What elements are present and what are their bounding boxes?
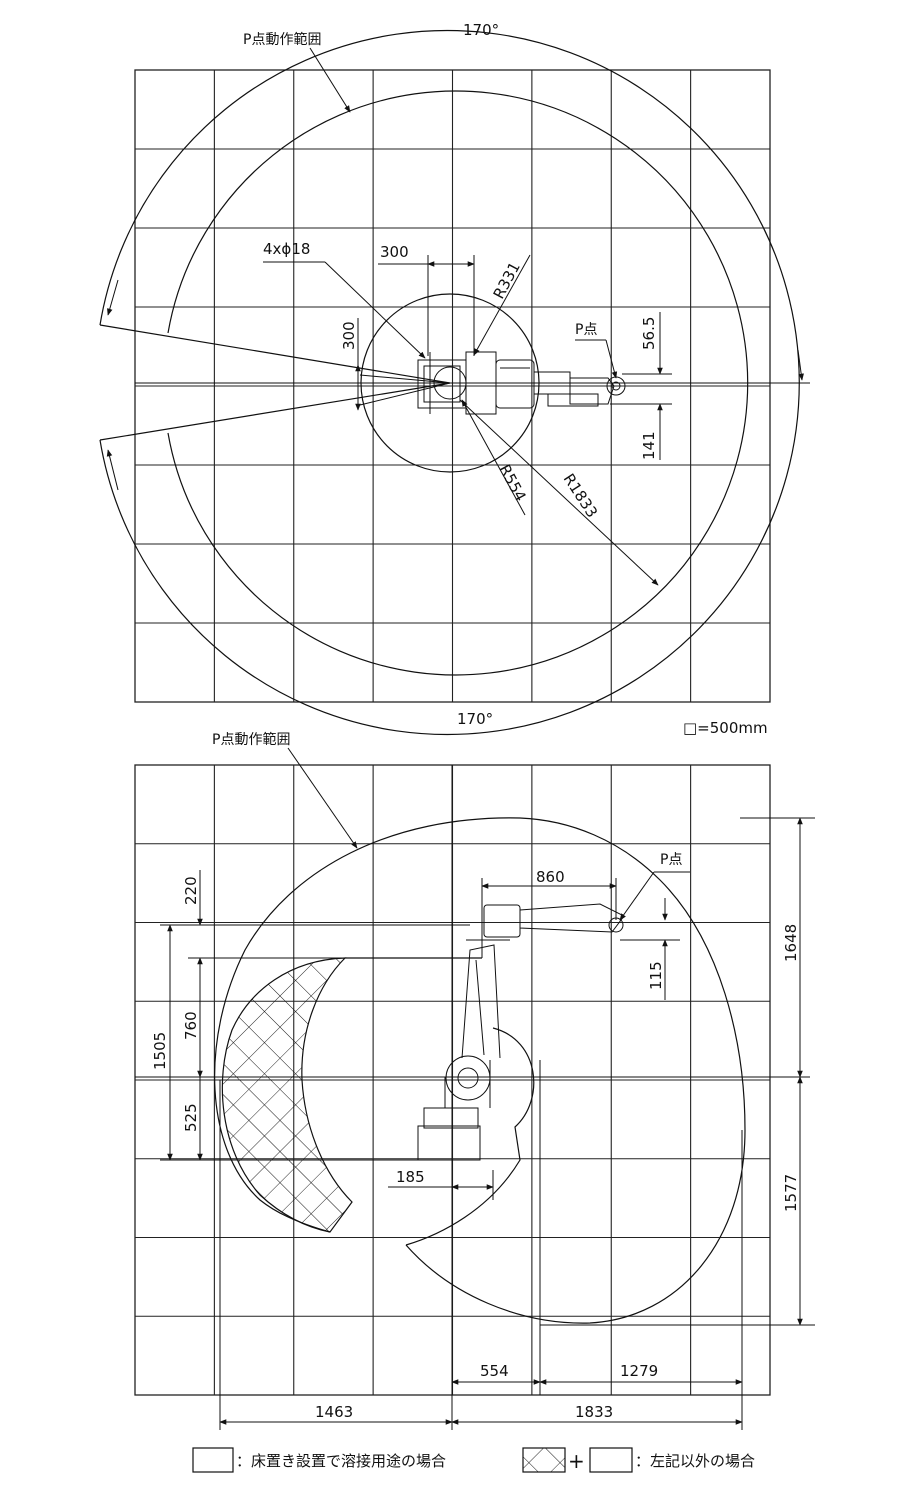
top-range-leader: [309, 47, 351, 113]
robot-top-view: [417, 351, 626, 415]
dim-141: 141: [640, 431, 658, 460]
top-inner-edge-a: [359, 374, 451, 384]
dim-1648: 1648: [782, 924, 800, 962]
top-range-label: P点動作範囲: [243, 31, 321, 48]
dim-1279: 1279: [620, 1362, 658, 1380]
top-angle-bottom: 170°: [457, 710, 493, 728]
side-range-label: P点動作範囲: [212, 731, 290, 748]
side-range-leader: [287, 747, 358, 849]
dim-860: 860: [536, 868, 565, 886]
dim-1833: 1833: [575, 1403, 613, 1421]
top-view: P点動作範囲 170° 170° 4xϕ18 300 300 R331 R554…: [99, 21, 810, 736]
top-p-point-label: P点: [575, 322, 597, 338]
dim-1463: 1463: [315, 1403, 353, 1421]
dim-1505: 1505: [151, 1032, 169, 1070]
dim-300-v: 300: [340, 321, 358, 350]
dim-185: 185: [396, 1168, 425, 1186]
r1833-label: R1833: [560, 470, 602, 521]
dim-300-h: 300: [380, 243, 409, 261]
r1833-leader: [459, 399, 659, 586]
r554-label: R554: [495, 461, 529, 504]
legend-empty-box-2: [589, 1447, 633, 1473]
dim-1577: 1577: [782, 1174, 800, 1212]
legend-hatch-box: [522, 1447, 566, 1473]
top-angle-arrow-b: [106, 449, 119, 491]
scale-label: □=500mm: [683, 719, 768, 737]
dim-115: 115: [647, 961, 665, 990]
robot-side-view: [417, 903, 625, 1161]
top-grid-lines: [135, 70, 770, 702]
legend-floor-welding: ：床置き設置で溶接用途の場合: [236, 1452, 446, 1470]
legend: ：床置き設置で溶接用途の場合 + ：左記以外の場合: [192, 1447, 755, 1473]
top-angle-arrow-a: [107, 279, 119, 316]
side-outer-envelope: [214, 817, 746, 1324]
top-angle-top: 170°: [463, 21, 499, 39]
top-p-leader: [605, 339, 618, 379]
dim-554: 554: [480, 1362, 509, 1380]
hole-label: 4xϕ18: [263, 240, 310, 258]
side-p-leader: [619, 871, 655, 921]
legend-empty-box: [192, 1447, 234, 1473]
side-view: P点動作範囲 860 P点 115 1505 220 760 525 185: [134, 731, 815, 1430]
hatched-region: [221, 957, 353, 1233]
r331-leader: [473, 254, 531, 356]
top-inner-edge-b: [359, 382, 451, 406]
legend-other: ：左記以外の場合: [635, 1452, 755, 1470]
r554-leader: [461, 399, 526, 516]
legend-plus: +: [568, 1449, 585, 1473]
r331-label: R331: [490, 259, 524, 302]
hole-leader: [324, 261, 426, 359]
dim-220: 220: [182, 876, 200, 905]
dim-760: 760: [182, 1011, 200, 1040]
dim-56-5: 56.5: [640, 317, 658, 350]
top-angle-arrow-c: [797, 349, 804, 381]
dim-525: 525: [182, 1103, 200, 1132]
side-p-point-label: P点: [660, 852, 682, 868]
